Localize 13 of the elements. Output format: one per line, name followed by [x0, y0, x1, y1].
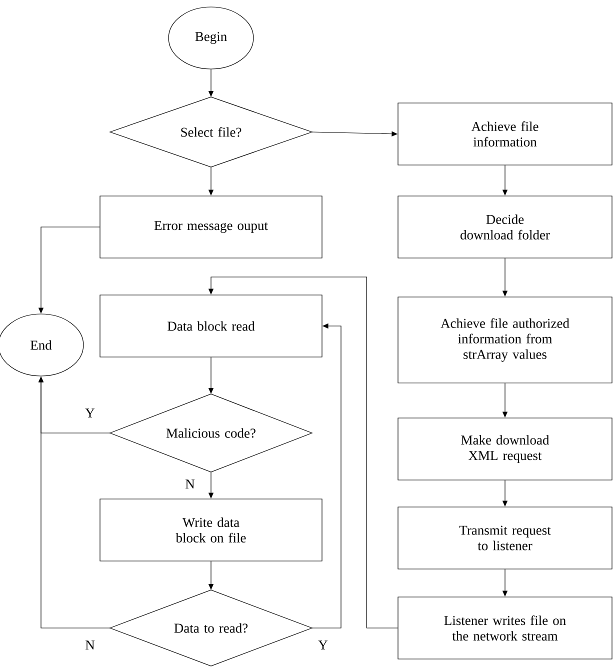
process-box: Error message ouput: [100, 196, 322, 258]
edge-label: Y: [317, 640, 329, 650]
process-box: Make download XML request: [398, 418, 612, 480]
edge-label: N: [84, 640, 96, 650]
process-box: Listener writes file on the network stream: [398, 596, 612, 660]
edge-label: Y: [84, 408, 96, 418]
process-box: Data block read: [100, 294, 322, 358]
process-box: Transmit request to listener: [398, 506, 612, 570]
process-box: Write data block on file: [100, 498, 322, 562]
process-box: Achieve file information: [398, 102, 612, 166]
process-box: Decide download folder: [398, 196, 612, 258]
edge-label: N: [184, 478, 196, 490]
process-box: Achieve file authorized information from strArray values: [398, 296, 612, 384]
